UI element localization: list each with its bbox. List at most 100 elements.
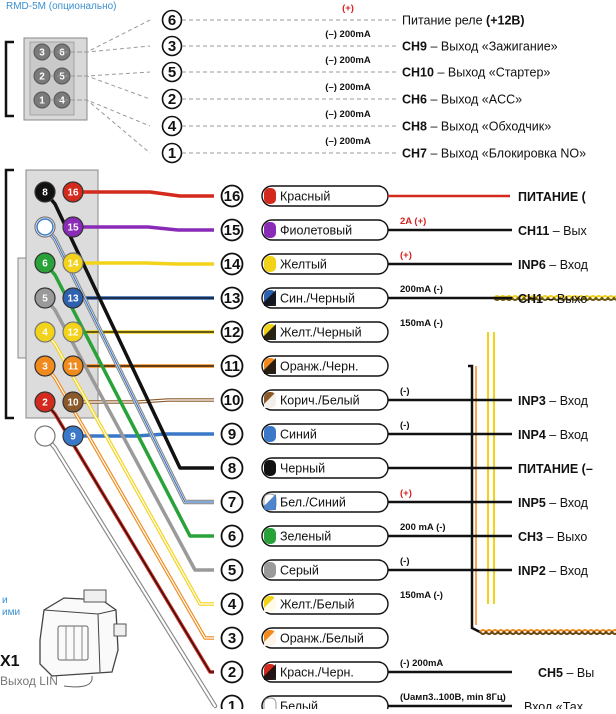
main-wire: [73, 261, 214, 266]
main-wire-function-desc: – Вы: [563, 666, 594, 680]
main-wire-color-swatch: [263, 697, 277, 714]
main-wire-number: 12: [224, 324, 241, 341]
main-wire-name: Синий: [280, 428, 317, 442]
main-wire-swatch-stripe: [264, 630, 276, 646]
main-wire-name: Син./Черный: [280, 292, 355, 306]
main-wire-swatch-stripe: [264, 290, 276, 306]
main-wire-current: (+): [400, 250, 412, 261]
main-wire-current: (-): [400, 386, 410, 397]
relay-pin-label-prefix: CH6: [402, 93, 427, 107]
relay-block-pin-number: 3: [39, 48, 45, 59]
main-wire-function-code: INP4: [518, 428, 546, 442]
relay-pin-row: 4 (–) 200mA CH8 – Выход «Обходчик»: [161, 109, 551, 137]
twisted-pair-strand: [493, 296, 616, 301]
main-connector-pin-number: 8: [42, 188, 48, 199]
top-caption: RMD-5M (опционально): [6, 1, 117, 12]
main-connector-pin: [34, 216, 56, 238]
main-wire-function: Вход «Тах: [524, 700, 584, 709]
relay-pin-label-main: (+12В): [486, 14, 525, 28]
main-wire-color-swatch: [264, 222, 276, 238]
main-connector-pin-number: 14: [67, 259, 79, 270]
main-wire-number: 7: [228, 494, 236, 511]
twisted-pair-strand: [479, 630, 616, 635]
module-title: X1: [0, 653, 20, 670]
main-wire-current: (-): [400, 420, 410, 431]
main-wire-current: (-): [400, 556, 410, 567]
main-wire-function: INP6 – Вход: [518, 258, 589, 272]
main-wire-function-desc: – Вход: [546, 496, 589, 510]
main-wire-function-code: CH5: [538, 666, 563, 680]
main-wire-number-circle: [220, 626, 244, 650]
relay-pin-circle: [161, 88, 183, 110]
main-connector-pin: [62, 252, 84, 274]
relay-pin-current: (–) 200mA: [325, 29, 371, 40]
main-wire-current: 150mA (-): [400, 590, 443, 601]
main-wire-number-circle: [220, 286, 244, 310]
main-wire-current: 200mA (-): [400, 284, 443, 295]
main-wire-label-pill: [261, 321, 389, 343]
relay-pin-number: 3: [168, 38, 176, 55]
relay-pin-circle: [161, 9, 183, 31]
main-connector-pin: [34, 355, 56, 377]
main-wire-color-swatch: [264, 426, 276, 442]
relay-block-pin-number: 6: [59, 48, 65, 59]
relay-pin-label: CH8 – Выход «Обходчик»: [402, 120, 551, 134]
main-wire-swatch-stripe: [264, 494, 276, 510]
main-wire-function-desc: – Вход: [546, 258, 589, 272]
main-wire-swatch-stripe: [264, 324, 276, 340]
main-wire-number-circle: [220, 422, 244, 446]
relay-pin-current: (–) 200mA: [325, 109, 371, 120]
main-wire-current: (Uамп3..100В, min 8Гц): [400, 692, 506, 703]
relay-dash-lines: [50, 19, 151, 154]
main-wire-swatch-stripe: [264, 664, 276, 680]
main-wire-number-circle: [220, 388, 244, 412]
main-connector-pin-stripe: [36, 218, 54, 236]
main-wire-swatch-stripe: [264, 358, 276, 374]
main-wire-number: 16: [224, 188, 241, 205]
main-wire-current: 200 mA (-): [400, 522, 446, 533]
relay-pin-number: 1: [168, 145, 176, 162]
main-connector-pin: [34, 252, 56, 274]
main-wire-function-code: INP3: [518, 394, 546, 408]
relay-pin-label-main: – Выход «ACC»: [427, 93, 522, 107]
relay-pin-label: CH6 – Выход «ACC»: [402, 93, 522, 107]
main-wire-function-desc: – Вых: [549, 224, 587, 238]
main-wire-color-swatch: [264, 460, 276, 476]
main-connector-pin-number: 15: [67, 223, 79, 234]
main-connector-pin: [62, 181, 84, 203]
main-wire-number: 9: [228, 426, 236, 443]
main-connector-pin: [34, 425, 56, 447]
relay-pin-number: 4: [168, 118, 177, 135]
main-wire-function-code: INP5: [518, 496, 546, 510]
main-wire-function-code: ПИТАНИЕ (–: [518, 462, 593, 476]
main-wire-number: 10: [224, 392, 241, 409]
main-wire-name: Корич./Белый: [280, 394, 360, 408]
relay-pin-label-main: – Выход «Блокировка NO»: [427, 147, 586, 161]
main-connector-pin: [62, 287, 84, 309]
main-wire-number: 8: [228, 460, 236, 477]
relay-dash-lead: [50, 99, 151, 154]
main-wire: [73, 190, 214, 198]
main-wire-function-code: CH11: [518, 224, 549, 238]
main-wire: [73, 432, 214, 438]
main-wire-color-swatch: [264, 256, 276, 272]
main-wire-number: 5: [228, 562, 236, 579]
main-connector-pin-number: 12: [67, 328, 79, 339]
main-connector-pin-number: 10: [67, 398, 79, 409]
main-wire-function: CH5 – Вы: [538, 666, 594, 680]
